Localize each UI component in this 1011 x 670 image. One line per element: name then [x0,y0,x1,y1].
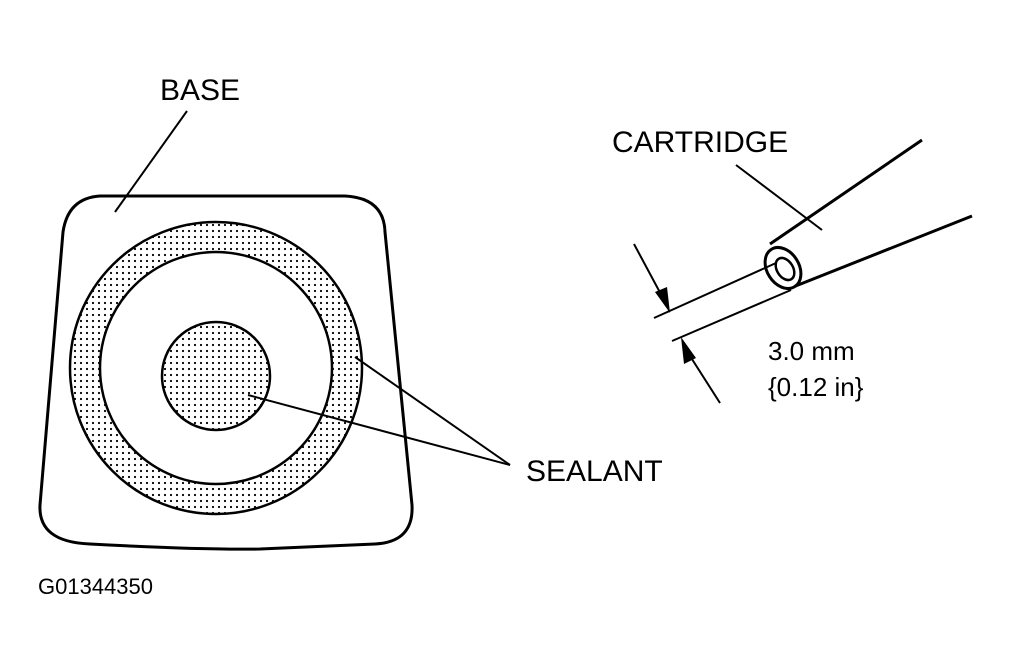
sealant-center-dot [160,320,272,432]
sealant-leader-line-ring [354,356,511,466]
cartridge-label: CARTRIDGE [612,126,788,159]
cartridge-leader-line [735,164,823,231]
sealant-ring [70,222,362,514]
sealant-label: SEALANT [526,455,663,488]
dimension-extension-line-upper [653,262,777,319]
sealant-ring-outer-edge [68,220,364,516]
sealant-ring-inner-edge [98,250,334,486]
figure-id-label: G01344350 [38,574,153,599]
dimension-extension-line-lower [671,289,792,342]
dimension-arrow-line-lower [689,355,721,404]
dimension-arrowhead-upper [655,287,670,313]
sealant-leader-line-center [247,394,511,466]
base-leader-line [114,110,188,213]
dimension-mm-label: 3.0 mm [768,336,855,366]
base-label: BASE [160,74,240,107]
dimension-in-label: {0.12 in} [768,372,864,402]
dimension-arrowhead-lower [681,337,696,364]
cartridge-nozzle [763,138,973,291]
